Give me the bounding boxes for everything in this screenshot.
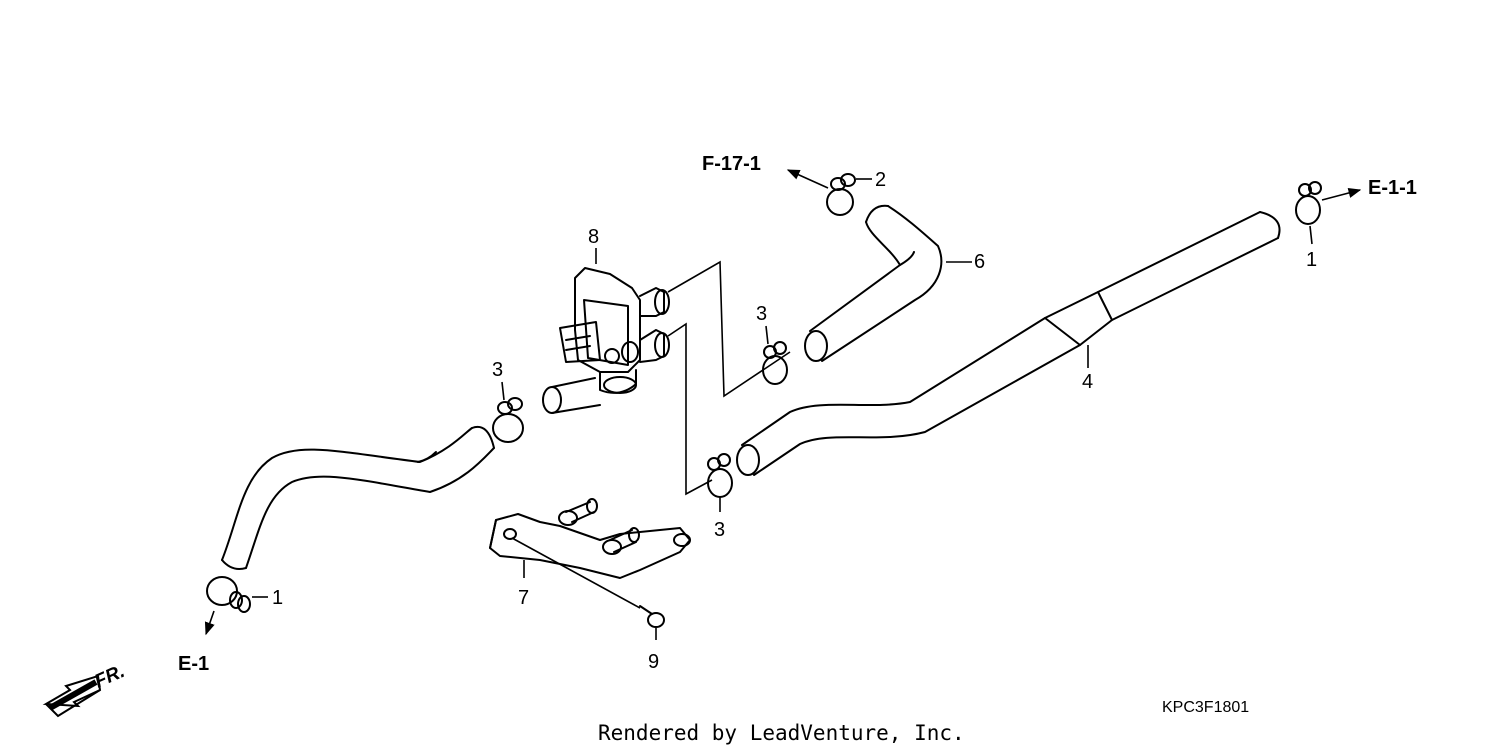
front-label: FR.	[91, 661, 128, 693]
callout-8: 8	[588, 226, 599, 248]
ref-e-1-1: E-1-1	[1368, 177, 1417, 199]
ref-e-1: E-1	[178, 653, 209, 675]
clamp-1-left	[206, 576, 251, 613]
front-direction-arrow	[42, 674, 102, 718]
diagram-code: KPC3F1801	[1162, 699, 1249, 716]
render-credit: Rendered by LeadVenture, Inc.	[598, 721, 965, 745]
connector-line-lower	[667, 322, 713, 496]
callout-4: 4	[1082, 371, 1093, 393]
ref-f-17-1: F-17-1	[702, 153, 761, 175]
clamp-1-right	[1295, 181, 1322, 225]
valve-8	[542, 267, 670, 414]
callout-3-upper: 3	[756, 303, 767, 325]
callout-2: 2	[875, 169, 886, 191]
callout-7: 7	[518, 587, 529, 609]
callout-9: 9	[648, 651, 659, 673]
clamp-3-left	[492, 397, 524, 443]
clamp-2	[826, 173, 856, 216]
callout-6: 6	[974, 251, 985, 273]
callout-1-left: 1	[272, 587, 283, 609]
callout-3-lower: 3	[714, 519, 725, 541]
connector-line-upper	[667, 260, 791, 398]
callout-3-left: 3	[492, 359, 503, 381]
hose-6	[804, 204, 943, 362]
bracket-7	[489, 498, 691, 579]
bolt-9	[511, 537, 665, 628]
clamp-3-upper	[762, 341, 788, 385]
hose-5	[221, 426, 495, 570]
callout-1-right: 1	[1306, 249, 1317, 271]
clamp-3-lower	[707, 453, 733, 498]
hose-4	[736, 211, 1281, 476]
